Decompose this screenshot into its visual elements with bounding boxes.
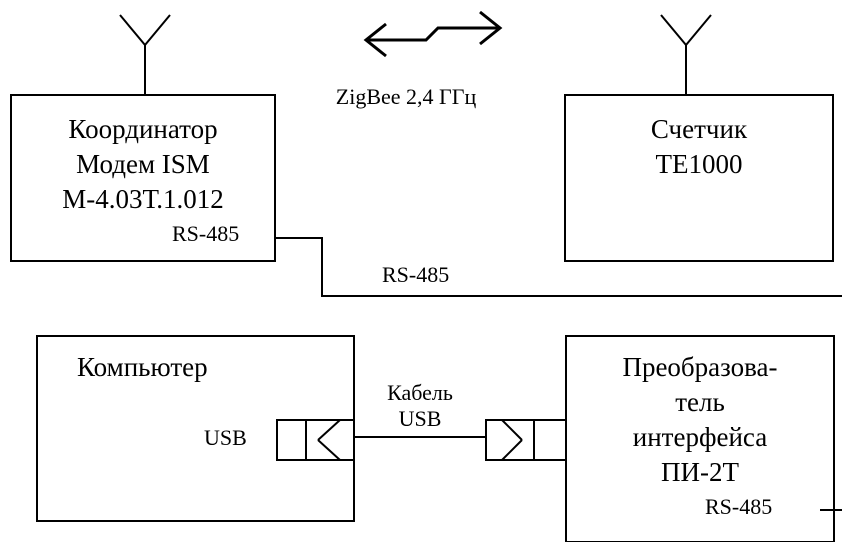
wireless-link-icon bbox=[363, 10, 503, 58]
computer-usb-connector-icon bbox=[276, 419, 355, 461]
converter-title-line3: интерфейса bbox=[632, 422, 768, 452]
computer-port-label: USB bbox=[204, 425, 247, 450]
radio-link-label: ZigBee 2,4 ГГц bbox=[335, 84, 477, 109]
converter-title-line2: тель bbox=[675, 387, 725, 417]
meter-title: Счетчик bbox=[650, 114, 748, 144]
meter-model: TE1000 bbox=[655, 149, 743, 179]
coordinator-antenna-icon bbox=[119, 14, 171, 95]
coordinator-title: Координатор bbox=[68, 114, 218, 144]
converter-port-label: RS-485 bbox=[705, 494, 773, 519]
coordinator-model: Модем ISM bbox=[76, 149, 210, 179]
computer-title: Компьютер bbox=[77, 352, 208, 382]
cable-label: Кабель bbox=[387, 380, 453, 405]
converter-title-line1: Преобразова- bbox=[622, 352, 778, 382]
rs485-bus-label: RS-485 bbox=[382, 262, 450, 287]
meter-antenna-icon bbox=[660, 14, 712, 95]
rs485-bus-line bbox=[275, 237, 842, 297]
coordinator-block bbox=[10, 94, 276, 262]
coordinator-port-label: RS-485 bbox=[172, 221, 240, 246]
cable-type-label: USB bbox=[398, 406, 442, 431]
coordinator-part-number: М-4.03Т.1.012 bbox=[62, 184, 224, 214]
meter-block bbox=[564, 94, 834, 262]
converter-model: ПИ-2Т bbox=[661, 457, 739, 487]
converter-usb-connector-icon bbox=[485, 419, 567, 461]
